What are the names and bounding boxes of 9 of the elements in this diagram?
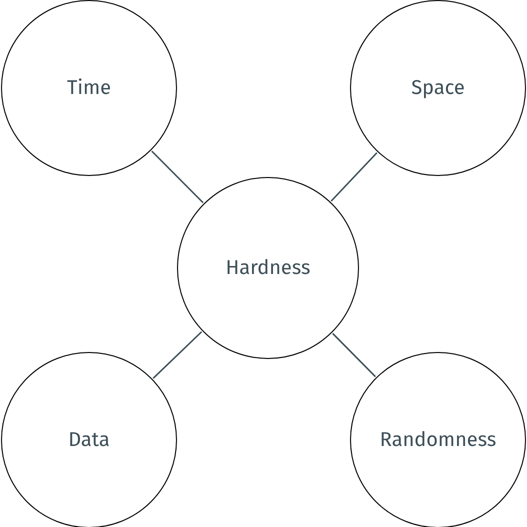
node-label: Time xyxy=(66,75,112,102)
node-label: Randomness xyxy=(380,427,496,454)
connector-line xyxy=(330,152,378,202)
connector-line xyxy=(151,150,204,204)
node-label: Hardness xyxy=(226,255,310,282)
node-label: Data xyxy=(68,427,110,454)
connector-line xyxy=(152,331,202,379)
node-label: Space xyxy=(411,75,465,102)
connector-line xyxy=(332,332,376,378)
